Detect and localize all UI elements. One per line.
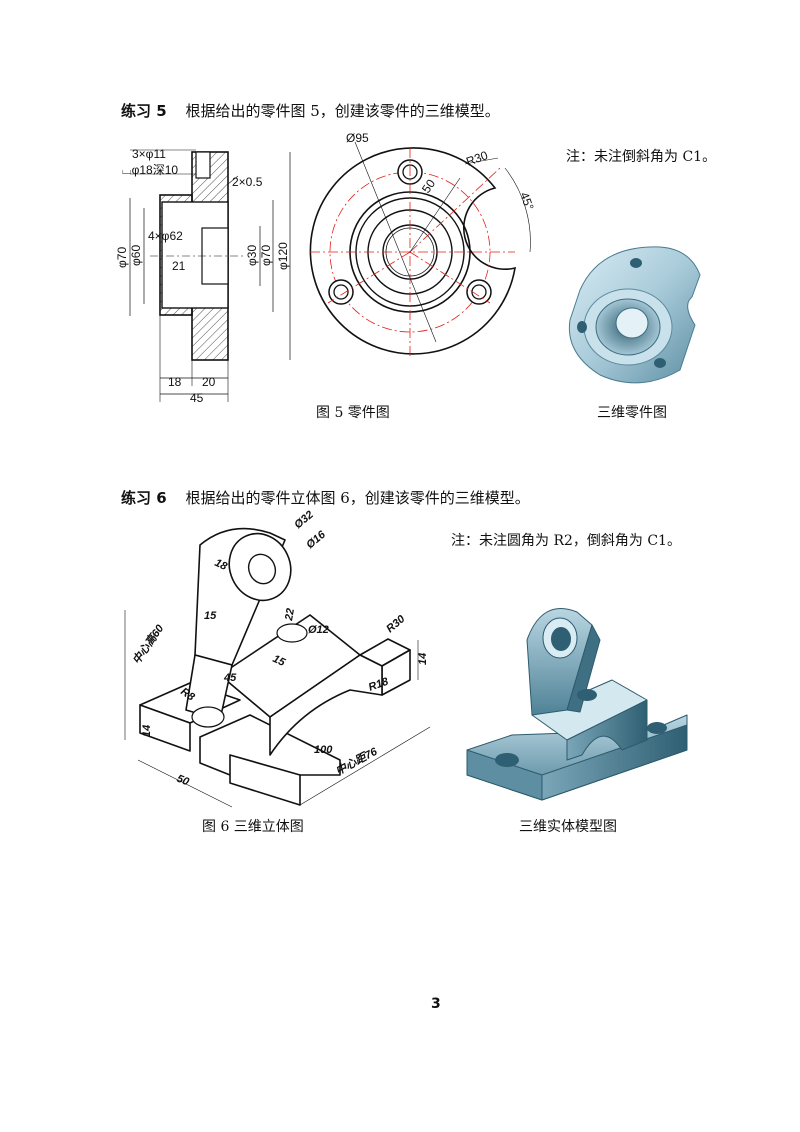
dim-d32: Ø32 (292, 509, 316, 532)
dim-15b: 15 (271, 653, 288, 669)
fig5-3d-model (568, 246, 701, 384)
dim-14: 14 (417, 653, 429, 665)
dim-100: 100 (314, 744, 333, 756)
hole-left (328, 279, 354, 305)
hole-right (466, 279, 492, 305)
exercise5-caption-left: 图 5 零件图 (316, 405, 390, 421)
dim-d70b: φ70 (259, 245, 273, 266)
dim-20: 20 (202, 375, 216, 389)
dim-45: 45 (223, 672, 237, 684)
dim-counterbore: ⌴φ18深10 (122, 163, 178, 177)
dim-18: 18 (213, 557, 230, 573)
fig6-3d-model (466, 608, 688, 801)
exercise6-caption-left: 图 6 三维立体图 (202, 819, 304, 835)
dim-22: 22 (283, 607, 297, 622)
dim-d120: φ120 (276, 242, 290, 270)
dim-r30: R30 (384, 613, 408, 636)
dim-18: 18 (168, 375, 182, 389)
exercise5-note: 注：未注倒斜角为 C1。 (566, 149, 717, 165)
dim-holes4: 4×φ62 (148, 229, 183, 243)
dim-21: 21 (172, 259, 186, 273)
fig5-section-view: 3×φ11 ⌴φ18深10 2×0.5 4×φ62 φ70 φ60 21 φ30… (115, 147, 291, 405)
exercise5-heading: 练习 5 根据给出的零件图 5，创建该零件的三维模型。 (121, 100, 500, 121)
fig5-front-view: Ø95 R30 50 45° (309, 131, 537, 358)
dim-r30: R30 (464, 148, 490, 169)
dim-holes: 3×φ11 (132, 147, 166, 161)
exercise6-label: 练习 6 (121, 489, 167, 507)
dim-center-height: 中心高60 (130, 621, 167, 666)
exercise5-caption-right: 三维零件图 (597, 405, 667, 421)
exercise6-instruction: 根据给出的零件立体图 6，创建该零件的三维模型。 (185, 489, 530, 507)
exercise6-note: 注：未注圆角为 R2，倒斜角为 C1。 (451, 533, 681, 549)
exercise6-caption-right: 三维实体模型图 (519, 819, 617, 835)
dim-45: 45 (190, 391, 204, 405)
dim-d30: φ30 (245, 245, 259, 266)
dim-d70: φ70 (115, 247, 129, 268)
exercise5-label: 练习 5 (121, 102, 167, 120)
page-number: 3 (431, 996, 441, 1012)
dim-chamfer: 2×0.5 (232, 175, 263, 189)
exercise6-heading: 练习 6 根据给出的零件立体图 6，创建该零件的三维模型。 (121, 487, 530, 508)
exercise5-instruction: 根据给出的零件图 5，创建该零件的三维模型。 (185, 102, 500, 120)
dim-45deg: 45° (517, 190, 536, 212)
dim-50: 50 (175, 773, 192, 789)
dim-d12: Ø12 (308, 624, 329, 636)
fig6-isometric-drawing: Ø32 Ø16 18 15 中心高60 22 Ø12 R30 15 14 45 … (124, 509, 431, 808)
dim-14b: 14 (141, 725, 153, 737)
dim-d95: Ø95 (346, 131, 369, 145)
dim-d60: φ60 (129, 245, 143, 266)
dim-15: 15 (204, 610, 217, 622)
dim-d16: Ø16 (304, 528, 328, 551)
